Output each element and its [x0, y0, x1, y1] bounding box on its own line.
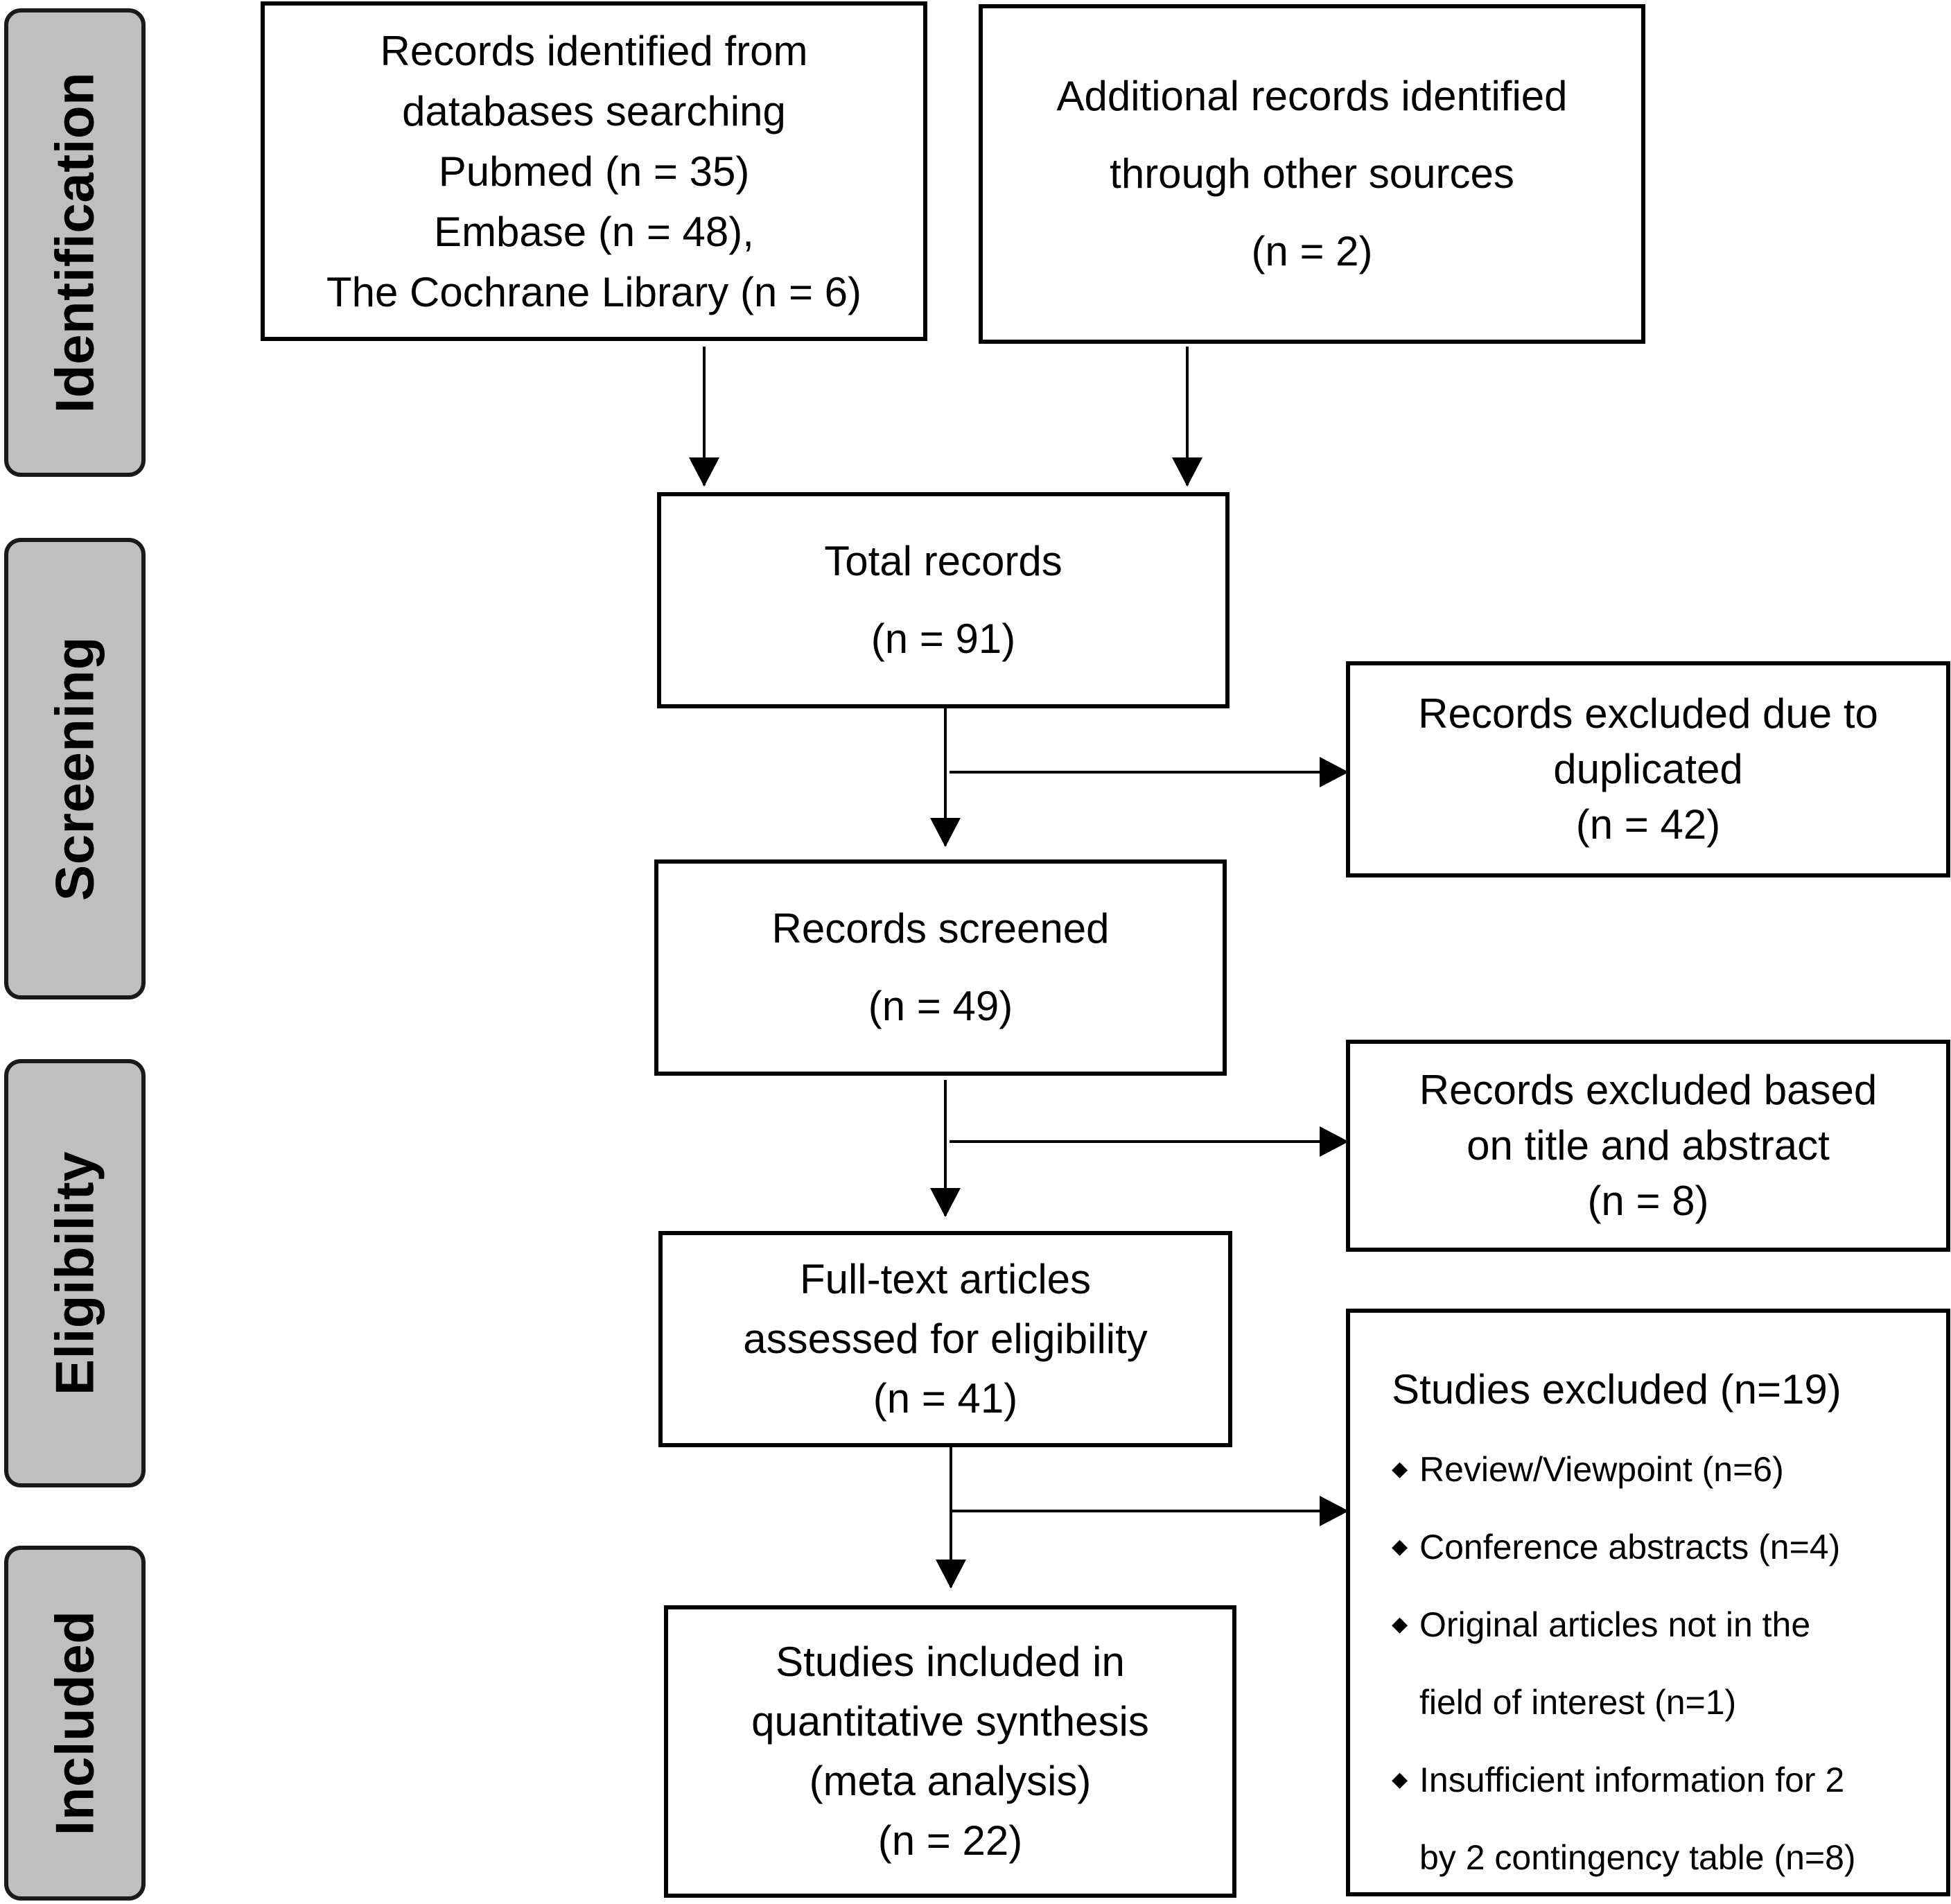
list-item-text: Conference abstracts (n=4)	[1419, 1528, 1841, 1566]
box-line: (n = 22)	[877, 1817, 1023, 1864]
phase-identification: Identification	[4, 8, 146, 477]
arrowhead-studies-excluded	[1320, 1496, 1349, 1526]
box-line: quantitative synthesis	[751, 1698, 1149, 1745]
arrowhead-fulltext	[930, 1188, 961, 1217]
box-line: (n = 49)	[868, 983, 1013, 1029]
box-line: Embase (n = 48),	[434, 208, 754, 255]
box-line: databases searching	[402, 87, 786, 134]
box-line: Additional records identified	[1056, 73, 1568, 119]
box-line: Total records	[824, 538, 1062, 584]
list-item: ◆ Review/Viewpoint (n=6)	[1392, 1431, 1856, 1508]
list-item-text: field of interest (n=1)	[1419, 1683, 1737, 1722]
phase-included: Included	[4, 1546, 146, 1901]
diamond-bullet-icon: ◆	[1392, 1613, 1408, 1636]
diamond-bullet-icon: ◆	[1392, 1768, 1408, 1791]
box-line: (n = 42)	[1575, 801, 1721, 848]
arrowhead-databases	[689, 457, 719, 487]
box-additional-records: Additional records identified through ot…	[979, 4, 1645, 344]
box-excluded-duplicates: Records excluded due to duplicated (n = …	[1346, 661, 1950, 877]
list-item-text: by 2 contingency table (n=8)	[1419, 1838, 1856, 1877]
phase-screening: Screening	[4, 538, 146, 999]
diamond-bullet-icon: ◆	[1392, 1535, 1408, 1558]
studies-excluded-title: Studies excluded (n=19)	[1392, 1366, 1841, 1413]
box-line: Records identified from	[380, 27, 808, 74]
phase-eligibility: Eligibility	[4, 1059, 146, 1487]
box-line: Records excluded due to	[1418, 690, 1878, 737]
box-line: duplicated	[1553, 746, 1743, 792]
box-line: (n = 8)	[1587, 1178, 1709, 1224]
box-line: The Cochrane Library (n = 6)	[326, 268, 862, 315]
list-item-text: Original articles not in the	[1419, 1605, 1811, 1644]
arrowhead-excluded-duplicates	[1320, 757, 1349, 787]
list-item: ◆ Original articles not in the field of …	[1392, 1586, 1856, 1741]
list-item-text: Review/Viewpoint (n=6)	[1419, 1450, 1784, 1489]
arrowhead-included	[936, 1560, 966, 1589]
box-studies-included: Studies included in quantitative synthes…	[664, 1605, 1236, 1898]
box-total-records: Total records (n = 91)	[657, 492, 1230, 708]
box-line: (n = 91)	[870, 615, 1016, 662]
box-line: on title and abstract	[1467, 1122, 1830, 1169]
box-line: Records excluded based	[1419, 1067, 1878, 1113]
box-line: Full-text articles	[799, 1256, 1092, 1302]
arrowhead-other	[1172, 457, 1202, 487]
list-item: ◆ Conference abstracts (n=4)	[1392, 1508, 1856, 1586]
arrowhead-excluded-title	[1320, 1126, 1349, 1157]
diamond-bullet-icon: ◆	[1392, 1458, 1408, 1481]
box-line: Studies included in	[776, 1639, 1125, 1685]
exclusion-reasons-list: ◆ Review/Viewpoint (n=6) ◆ Conference ab…	[1392, 1431, 1856, 1896]
box-records-screened: Records screened (n = 49)	[654, 859, 1227, 1076]
box-line: (n = 41)	[873, 1375, 1018, 1422]
box-fulltext-assessed: Full-text articles assessed for eligibil…	[658, 1231, 1232, 1447]
box-line: Pubmed (n = 35)	[438, 148, 750, 195]
box-excluded-title-abstract: Records excluded based on title and abst…	[1346, 1040, 1950, 1252]
box-studies-excluded: Studies excluded (n=19) ◆ Review/Viewpoi…	[1346, 1309, 1950, 1896]
arrowhead-screened	[930, 818, 961, 847]
box-line: Records screened	[771, 905, 1110, 952]
box-records-databases: Records identified from databases search…	[261, 1, 927, 341]
box-line: through other sources	[1110, 150, 1514, 197]
box-line: (n = 2)	[1251, 228, 1373, 274]
box-line: (meta analysis)	[809, 1758, 1092, 1804]
list-item: ◆ Insufficient information for 2 by 2 co…	[1392, 1741, 1856, 1896]
box-line: assessed for eligibility	[743, 1316, 1148, 1362]
list-item-text: Insufficient information for 2	[1419, 1761, 1845, 1799]
